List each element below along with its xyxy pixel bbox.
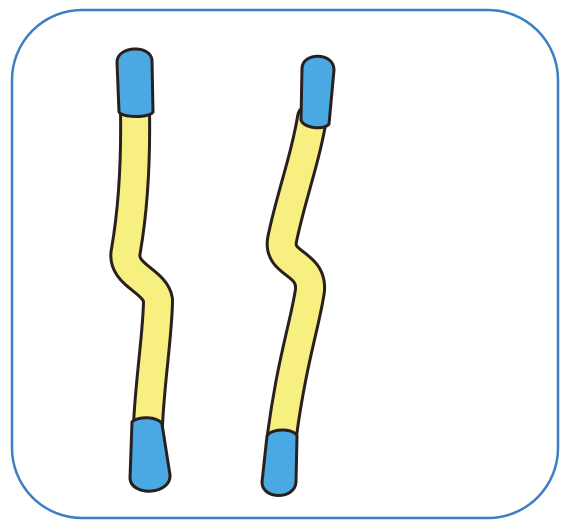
swab-left-bottom-tip — [130, 418, 170, 491]
swab-left-top-tip — [117, 49, 153, 117]
swab-right-top-tip — [301, 56, 334, 128]
swab-right-bottom-tip — [262, 430, 297, 496]
